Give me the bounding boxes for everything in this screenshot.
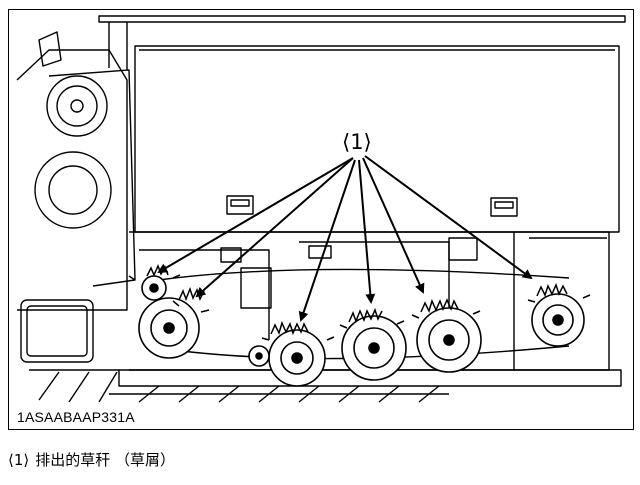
panel-handle (226, 195, 254, 215)
engine-box (20, 299, 94, 363)
legend-marker: ⟨1⟩ (8, 451, 30, 469)
upper-cover-panel (134, 45, 620, 233)
machine-drawing (16, 15, 626, 403)
illustration-frame: ⟨1⟩ 1ASAABAAP331A (8, 9, 634, 430)
upper-left-pulley (46, 75, 108, 137)
figure-id: 1ASAABAAP331A (15, 409, 137, 425)
straw-debris (128, 264, 591, 341)
callout-label: ⟨1⟩ (340, 130, 374, 154)
legend-text: 排出的草秆 （草屑） (35, 451, 176, 469)
panel-handle (490, 197, 518, 217)
legend-row: ⟨1⟩ 排出的草秆 （草屑） (8, 449, 181, 470)
